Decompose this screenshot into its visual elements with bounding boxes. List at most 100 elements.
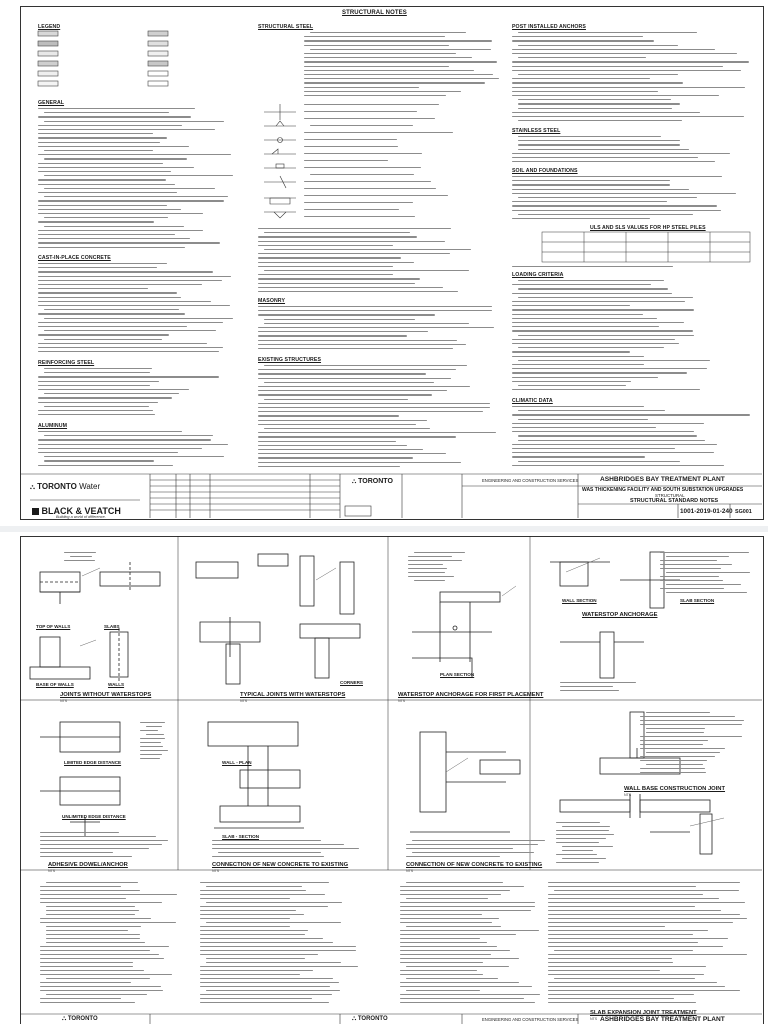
note-line (200, 926, 291, 928)
note-line (548, 930, 708, 932)
note-line (258, 348, 454, 350)
note-line (258, 444, 407, 447)
tb2-client-name-2: TORONTO (357, 1016, 388, 1022)
note-line (408, 556, 453, 558)
note-line (200, 890, 306, 892)
detail-wall-plan: WALL - PLAN (222, 760, 252, 765)
note-line (666, 592, 748, 594)
client-division: Water (79, 482, 101, 491)
note-line (44, 435, 214, 437)
note-line (304, 40, 492, 42)
note-line (38, 292, 178, 294)
note-line (40, 990, 163, 992)
drawing-number: 1001-2019-01-240 (680, 508, 733, 515)
structural-steel-heading: STRUCTURAL STEEL (258, 24, 314, 30)
note-line (258, 339, 457, 341)
note-line (304, 53, 456, 55)
note-line (200, 914, 305, 916)
note-line (400, 946, 497, 948)
note-line (38, 342, 208, 345)
note-line (264, 365, 468, 367)
note-line (512, 431, 694, 433)
note-line (38, 141, 160, 143)
project-subtitle: WAS THICKENING FACILITY AND SOUTH SUBSTA… (582, 487, 744, 493)
existing-structures-heading: EXISTING STRUCTURES (258, 357, 322, 363)
note-line (518, 74, 678, 76)
note-line (200, 950, 357, 952)
note-line (140, 722, 166, 724)
note-line (660, 580, 723, 582)
note-line (38, 108, 196, 110)
note-line (560, 690, 619, 692)
note-line (140, 738, 166, 740)
note-line (258, 415, 400, 417)
climatic-heading: CLIMATIC DATA (512, 398, 553, 404)
note-line (548, 938, 729, 940)
note-line (258, 419, 428, 421)
note-line (38, 334, 170, 336)
note-line (38, 443, 228, 445)
note-line (512, 69, 741, 72)
note-line (38, 275, 232, 277)
note-line (548, 914, 741, 916)
note-line (518, 32, 697, 34)
detail-waterstop-anchorage: WATERSTOP ANCHORAGE (582, 612, 658, 618)
sheet-number: SG001 (735, 509, 752, 515)
note-line (44, 309, 180, 311)
note-line (512, 188, 690, 190)
note-line (518, 107, 673, 109)
note-line (562, 826, 611, 828)
note-line (258, 436, 457, 438)
note-line (46, 926, 141, 928)
note-line (406, 848, 513, 850)
services-label: ENGINEERING AND CONSTRUCTION SERVICES (482, 478, 579, 483)
note-line (400, 958, 519, 960)
note-line (400, 894, 502, 896)
note-line (40, 986, 161, 988)
note-line (512, 443, 718, 446)
note-line (44, 196, 228, 198)
note-line (512, 36, 644, 38)
scale-nts-3: NTS (398, 699, 406, 703)
note-line (44, 405, 149, 408)
note-line (304, 209, 399, 211)
note-line (38, 204, 167, 206)
note-line (512, 184, 671, 186)
note-line (304, 146, 398, 148)
note-line (554, 978, 695, 980)
note-line (512, 414, 750, 416)
note-line (512, 355, 644, 357)
note-line (38, 116, 191, 118)
note-line (46, 938, 140, 940)
note-line (64, 552, 97, 554)
note-line (512, 317, 657, 320)
note-line (200, 898, 290, 900)
note-line (400, 954, 491, 956)
note-line (512, 284, 651, 286)
general-heading: GENERAL (38, 100, 65, 106)
note-line (38, 154, 232, 156)
note-line (304, 86, 419, 88)
note-line (38, 296, 181, 298)
note-line (518, 435, 698, 437)
note-line (400, 998, 525, 1000)
note-line (140, 750, 168, 752)
detail-limited-edge: LIMITED EDGE DISTANCE (64, 760, 122, 765)
detail-plan-section: PLAN SECTION (440, 672, 475, 677)
note-line (38, 347, 223, 349)
note-line (64, 560, 96, 562)
note-line (38, 284, 203, 286)
note-line (40, 958, 164, 960)
note-line (40, 844, 162, 846)
note-line (304, 202, 414, 204)
note-line (40, 946, 169, 948)
note-line (548, 954, 748, 956)
note-line (400, 910, 532, 912)
note-line (548, 886, 696, 888)
note-line (40, 898, 126, 900)
note-line (548, 974, 705, 976)
note-line (206, 990, 340, 992)
note-line (640, 772, 706, 774)
note-line (304, 139, 397, 141)
note-line (646, 728, 705, 730)
